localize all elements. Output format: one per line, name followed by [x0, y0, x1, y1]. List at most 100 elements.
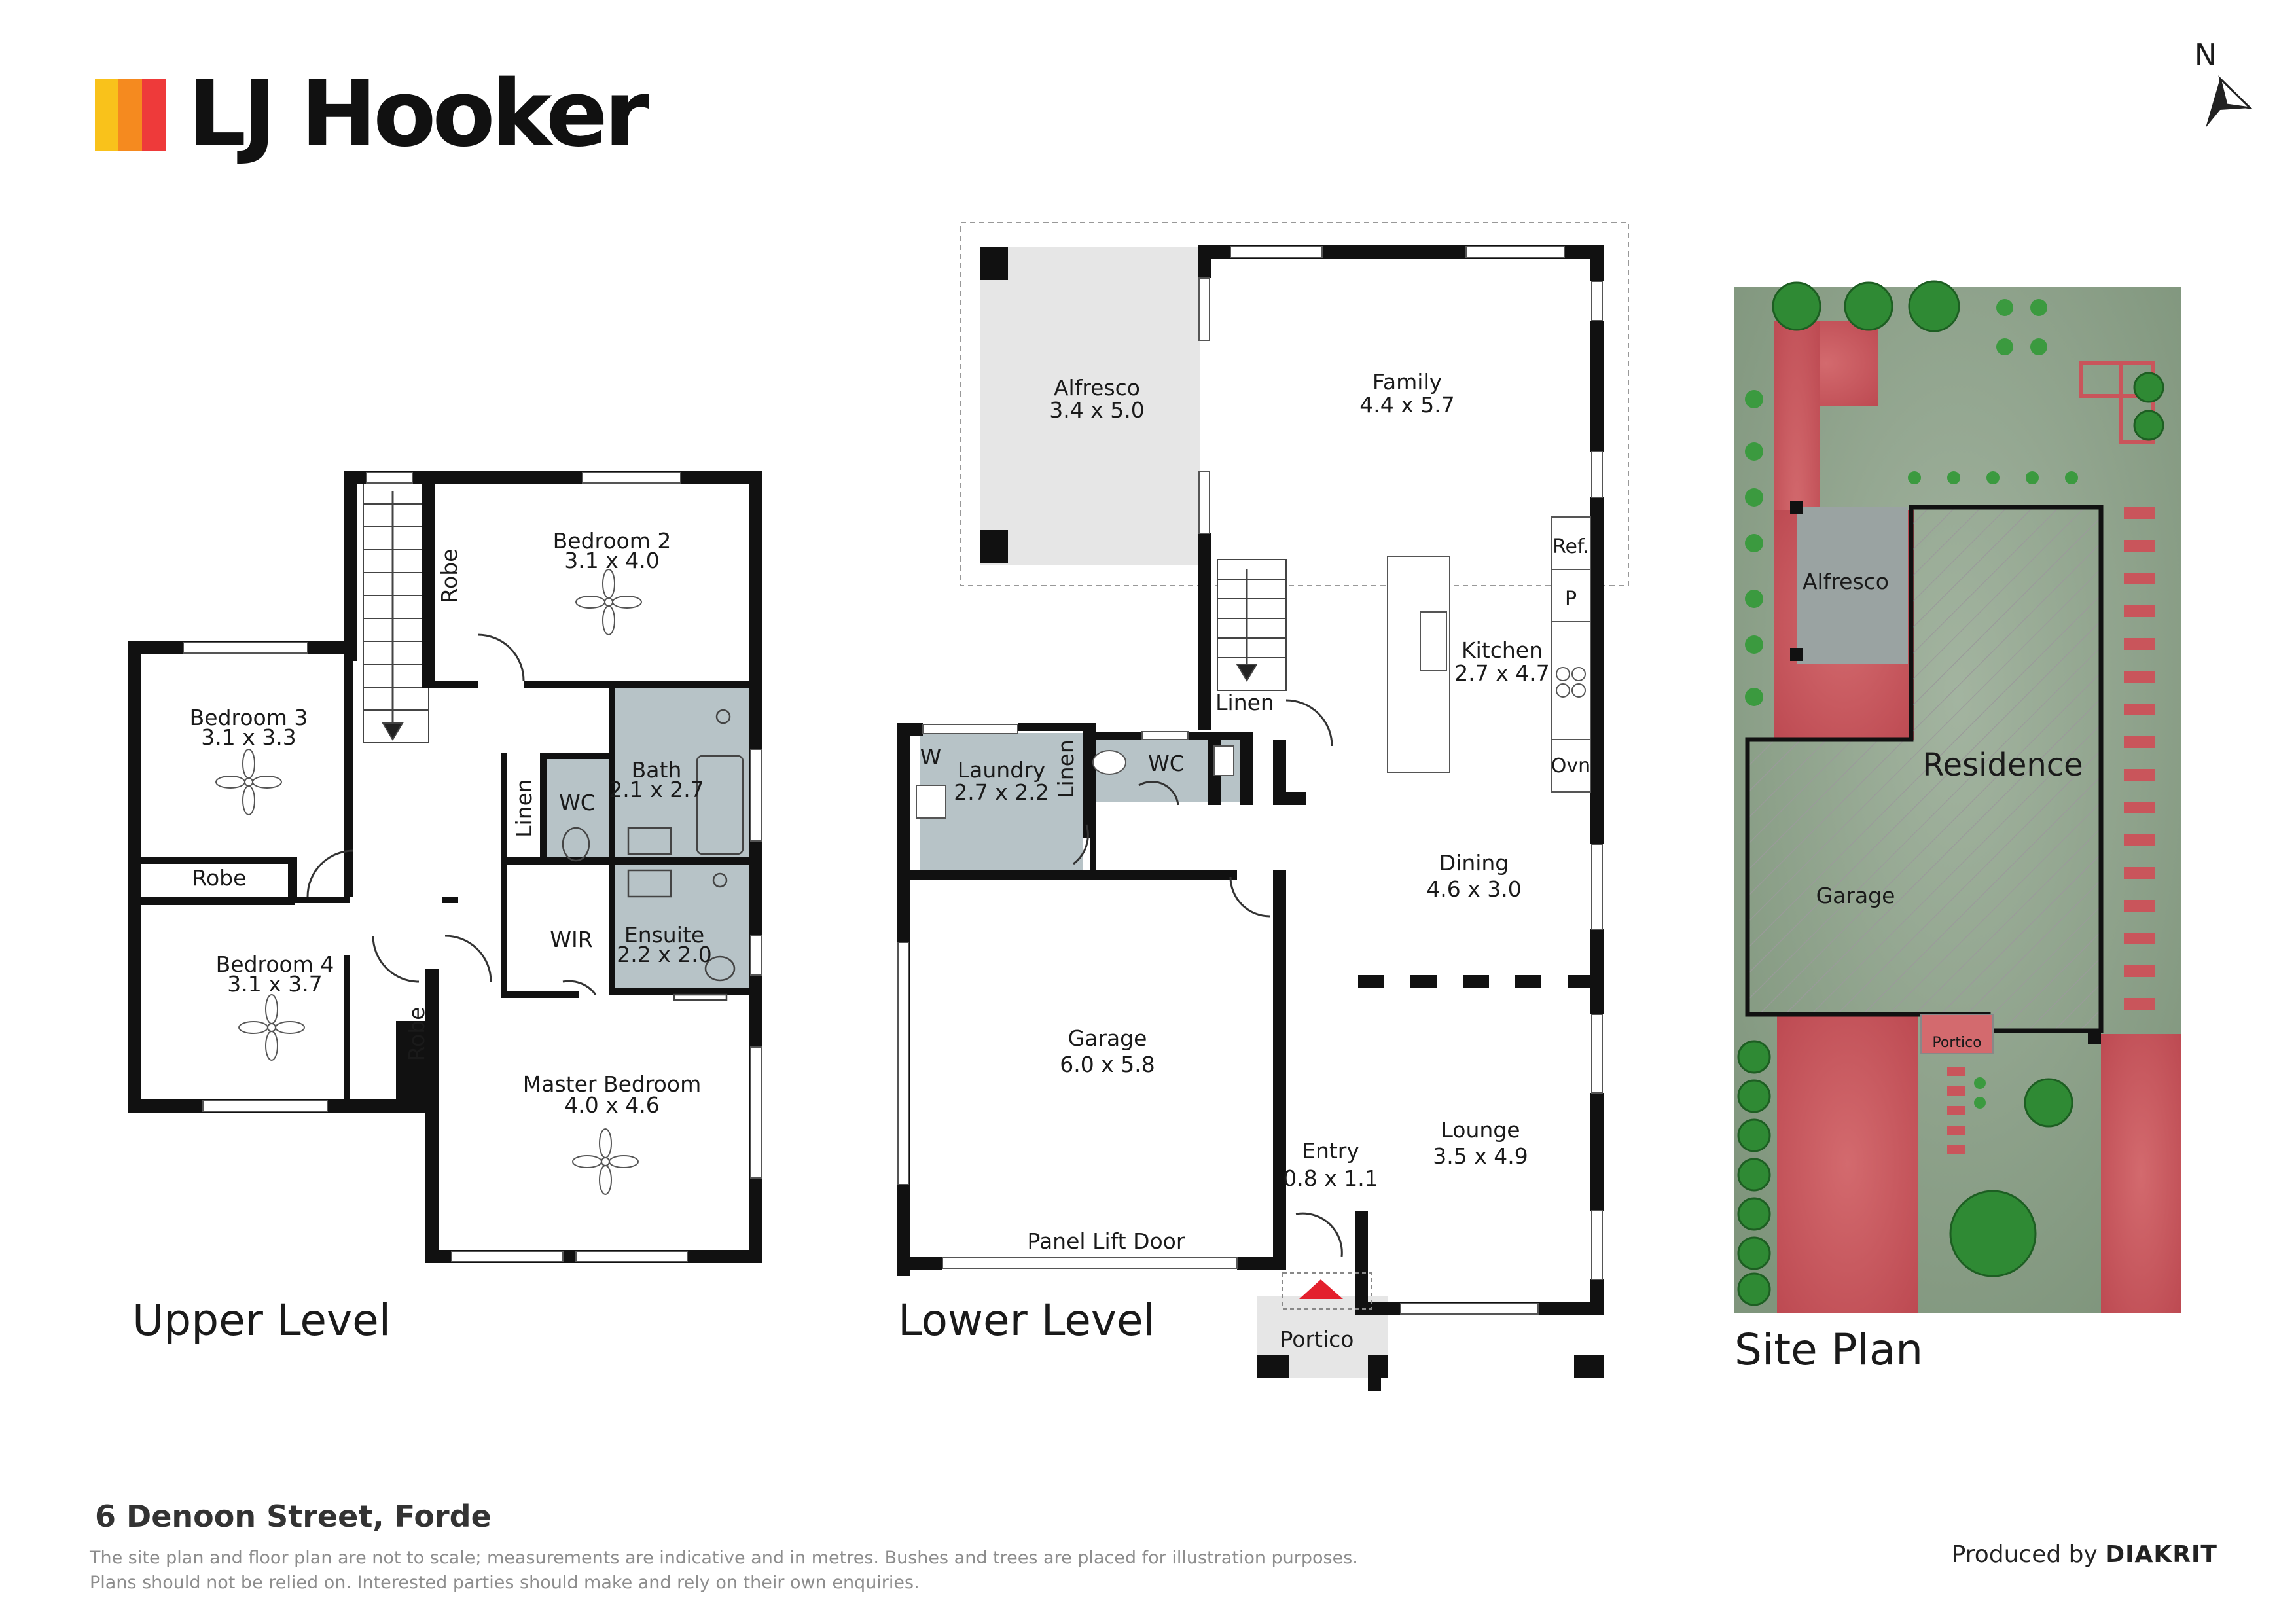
upper-fixtures: [562, 709, 744, 1001]
bedroom2-size: 3.1 x 4.0: [564, 548, 659, 573]
kitchen-fixtures: [916, 516, 1591, 819]
upper-wc-label: WC: [559, 790, 596, 815]
family-size: 4.4 x 5.7: [1359, 392, 1454, 418]
fan-icon-master: [572, 1128, 639, 1195]
dining-lounge-divider: [1358, 975, 1597, 988]
laundry-linen-label: Linen: [1053, 740, 1079, 798]
cooktop-icon: [1556, 667, 1570, 681]
lower-vanity-icon: [1213, 745, 1234, 776]
toilet-icon: [562, 827, 590, 862]
bedroom4-size: 3.1 x 3.7: [227, 971, 322, 997]
pantry-label: P: [1565, 588, 1577, 611]
oven-label: Ovn: [1551, 755, 1590, 777]
bath-size: 2.1 x 2.7: [609, 777, 704, 802]
lounge-name: Lounge: [1441, 1117, 1520, 1143]
brand-color-bars: [95, 79, 166, 151]
fan-icon-bedroom3: [215, 749, 282, 815]
shrub-icon: [1737, 1118, 1771, 1152]
shrub-icon: [2133, 410, 2164, 441]
laundry-size: 2.7 x 2.2: [954, 779, 1049, 805]
upper-fans: [215, 569, 642, 1195]
bedroom2-name: Bedroom 2: [553, 528, 672, 554]
property-address: 6 Denoon Street, Forde: [95, 1499, 492, 1534]
wc-area: [547, 759, 612, 864]
shrub-icon: [1737, 1158, 1771, 1192]
ensuite-name: Ensuite: [624, 922, 704, 948]
shrub-icon: [1737, 1197, 1771, 1231]
shrub-icon: [1737, 1236, 1771, 1270]
ensuite-vanity-icon: [627, 869, 672, 898]
disclaimer: The site plan and floor plan are not to …: [90, 1546, 1530, 1596]
lower-wc-label: WC: [1148, 751, 1185, 776]
laundry-area: [920, 733, 1083, 870]
alfresco-posts: [980, 247, 1008, 563]
alfresco-name: Alfresco: [1054, 375, 1140, 401]
producer-credit: Produced by DIAKRIT: [1952, 1541, 2217, 1568]
bedroom3-name: Bedroom 3: [190, 705, 308, 730]
site-garage-label: Garage: [1816, 883, 1895, 908]
site-portico: [1920, 1014, 1994, 1054]
tree-icon: [1772, 281, 1821, 331]
master-size: 4.0 x 4.6: [564, 1092, 659, 1118]
dining-name: Dining: [1439, 850, 1509, 876]
dining-size: 4.6 x 3.0: [1426, 876, 1521, 902]
brand-bar-yellow: [95, 79, 118, 151]
alfresco-size: 3.4 x 5.0: [1049, 397, 1144, 423]
bedroom4-robe-label: Robe: [404, 1007, 429, 1061]
alfresco-outline: [960, 222, 1629, 586]
site-plan: Alfresco Residence Garage Portico Site P…: [1734, 280, 2181, 1375]
compass-label: N: [2195, 37, 2217, 73]
disclaimer-line-1: The site plan and floor plan are not to …: [90, 1548, 1358, 1568]
kitchen-name: Kitchen: [1462, 637, 1543, 663]
upper-doors: [306, 633, 597, 995]
lower-toilet-icon: [1092, 750, 1126, 775]
vanity-icon: [627, 827, 672, 855]
portico-label: Portico: [1280, 1327, 1354, 1352]
site-alfresco-area: [1797, 507, 1908, 664]
kitchen-sink-icon: [1420, 611, 1447, 671]
site-alfresco-posts: [1790, 501, 2101, 1044]
lower-linen-label: Linen: [1215, 690, 1274, 715]
garage-size: 6.0 x 5.8: [1060, 1052, 1155, 1077]
laundry-tub-icon: [916, 785, 946, 819]
lounge-size: 3.5 x 4.9: [1433, 1143, 1528, 1169]
producer-name: DIAKRIT: [2105, 1541, 2217, 1568]
site-portico-label: Portico: [1932, 1035, 1981, 1051]
bedroom3-size: 3.1 x 3.3: [201, 724, 296, 750]
upper-level-plan: Bedroom 2 3.1 x 4.0 Bedroom 3 3.1 x 3.3 …: [128, 471, 762, 1346]
bath-name: Bath: [632, 757, 682, 783]
lower-windows: [897, 246, 1603, 1315]
upper-linen-label: Linen: [511, 779, 537, 838]
tree-icon: [1908, 280, 1960, 332]
kitchen-bench: [1551, 516, 1591, 793]
kitchen-size: 2.7 x 4.7: [1454, 660, 1549, 686]
family-name: Family: [1372, 369, 1442, 395]
fridge-label: Ref.: [1552, 535, 1589, 558]
washer-label: W: [920, 744, 942, 770]
master-name: Master Bedroom: [523, 1071, 701, 1097]
entry-name: Entry: [1302, 1138, 1359, 1164]
fan-icon-bedroom4: [238, 994, 305, 1061]
fan-icon-bedroom2: [575, 569, 642, 635]
upper-windows: [183, 472, 762, 1262]
ensuite-size: 2.2 x 2.0: [617, 942, 711, 967]
tree-icon: [2024, 1078, 2073, 1128]
garage-name: Garage: [1068, 1026, 1147, 1051]
site-plan-title: Site Plan: [1734, 1325, 1923, 1375]
entry-arrow-icon: [1299, 1279, 1343, 1299]
upper-stairs: [363, 480, 429, 743]
north-compass-icon: N: [2195, 37, 2253, 128]
entry-size: 0.8 x 1.1: [1283, 1166, 1378, 1191]
disclaimer-line-2: Plans should not be relied on. Intereste…: [90, 1573, 920, 1593]
tree-icon: [1949, 1190, 2037, 1277]
bath-area: [612, 687, 749, 864]
upper-level-title: Upper Level: [132, 1295, 391, 1346]
ensuite-area: [612, 864, 749, 995]
shrub-icon: [1737, 1079, 1771, 1113]
lower-doors: [1073, 699, 1343, 1257]
bathtub-icon: [696, 755, 744, 855]
site-trees: [1737, 280, 2164, 1306]
bedroom2-robe-label: Robe: [437, 549, 462, 603]
bedroom3-robe-label: Robe: [192, 865, 247, 891]
